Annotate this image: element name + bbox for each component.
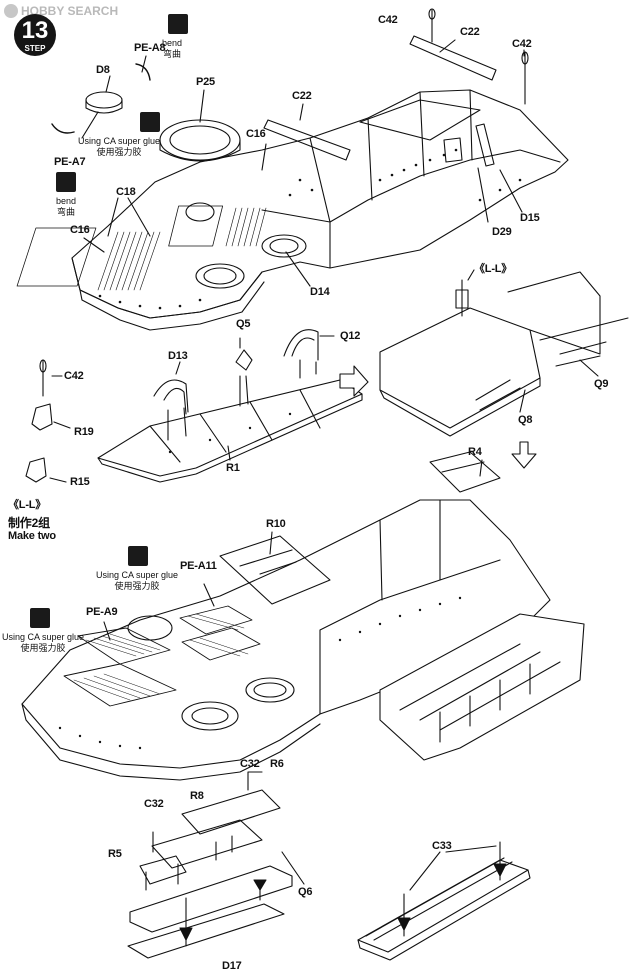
bend-text-en: bend xyxy=(56,196,77,206)
label-q9: Q9 xyxy=(594,378,609,390)
label-c32: C32 xyxy=(240,758,260,770)
bend-icon xyxy=(56,172,76,192)
label-r19: R19 xyxy=(74,426,94,438)
left-small-parts xyxy=(25,359,71,483)
glue-icon xyxy=(30,608,50,628)
label-d8: D8 xyxy=(96,64,110,76)
arrow-right-icon xyxy=(339,365,369,397)
step-word: STEP xyxy=(24,44,46,53)
label-c18: C18 xyxy=(116,186,136,198)
label-d29: D29 xyxy=(492,226,512,238)
bend-note-left: bend 弯曲 xyxy=(56,196,76,218)
label-q8: Q8 xyxy=(518,414,533,426)
glue-text-en: Using CA super glue xyxy=(96,570,179,580)
label-pe-a9: PE-A9 xyxy=(86,606,118,618)
glue-text-en: Using CA super glue xyxy=(78,136,161,146)
glue-note-left: Using CA super glue 使用强力胶 xyxy=(2,632,84,654)
label-d15: D15 xyxy=(520,212,540,224)
glue-icon xyxy=(140,112,160,132)
label-pe-a7: PE-A7 xyxy=(54,156,86,168)
logo-icon xyxy=(4,4,18,18)
r1-plate-group xyxy=(97,329,363,483)
label-c16: C16 xyxy=(70,224,90,236)
label-p25: P25 xyxy=(196,76,215,88)
bend-note-top: bend 弯曲 xyxy=(162,38,182,60)
label-q12: Q12 xyxy=(340,330,361,342)
label-c33: C33 xyxy=(432,840,452,852)
label-c42: C42 xyxy=(512,38,532,50)
label-r1: R1 xyxy=(226,462,240,474)
label-c42: C42 xyxy=(378,14,398,26)
label-d17: D17 xyxy=(222,960,242,972)
glue-text-cn: 使用强力胶 xyxy=(114,581,160,591)
glue-text-en: Using CA super glue xyxy=(2,632,85,642)
label-c22: C22 xyxy=(460,26,480,38)
label-ll: 《L-L》 xyxy=(474,263,513,275)
label-r5: R5 xyxy=(108,848,122,860)
label-c42: C42 xyxy=(64,370,84,382)
label-pe-a8: PE-A8 xyxy=(134,42,166,54)
glue-text-cn: 使用强力胶 xyxy=(96,147,142,157)
label-d14: D14 xyxy=(310,286,330,298)
glue-note-top: Using CA super glue 使用强力胶 xyxy=(78,136,160,158)
glue-icon xyxy=(128,546,148,566)
upper-hull-top xyxy=(16,8,569,331)
label-q5: Q5 xyxy=(236,318,251,330)
bend-text-cn: 弯曲 xyxy=(57,207,76,217)
glue-text-cn: 使用强力胶 xyxy=(20,643,66,653)
label-pe-a11: PE-A11 xyxy=(180,560,217,572)
glue-note-mid: Using CA super glue 使用强力胶 xyxy=(96,570,178,592)
arrow-down-icon xyxy=(511,441,537,469)
label-c22: C22 xyxy=(292,90,312,102)
step-number: 13 xyxy=(21,17,49,44)
label-ll: 《L-L》 xyxy=(8,499,47,511)
side-panel-ll xyxy=(379,269,629,437)
bend-text-en: bend xyxy=(162,38,183,48)
watermark-text: HOBBY SEARCH xyxy=(21,4,119,18)
make-two-en: Make two xyxy=(8,530,56,542)
label-c32: C32 xyxy=(144,798,164,810)
label-c16: C16 xyxy=(246,128,266,140)
c33-panel xyxy=(357,841,531,961)
bend-text-cn: 弯曲 xyxy=(163,49,182,59)
step-badge: 13 STEP xyxy=(14,14,56,56)
label-r15: R15 xyxy=(70,476,90,488)
label-r4: R4 xyxy=(468,446,482,458)
label-r8: R8 xyxy=(190,790,204,802)
label-d13: D13 xyxy=(168,350,188,362)
lower-hull xyxy=(21,451,585,781)
bend-icon xyxy=(168,14,188,34)
label-q6: Q6 xyxy=(298,886,313,898)
label-r6: R6 xyxy=(270,758,284,770)
label-r10: R10 xyxy=(266,518,286,530)
bottom-left-assembly xyxy=(127,771,305,959)
watermark-logo: HOBBY SEARCH xyxy=(4,4,118,18)
make-two-cn: 制作2组 xyxy=(8,516,50,530)
